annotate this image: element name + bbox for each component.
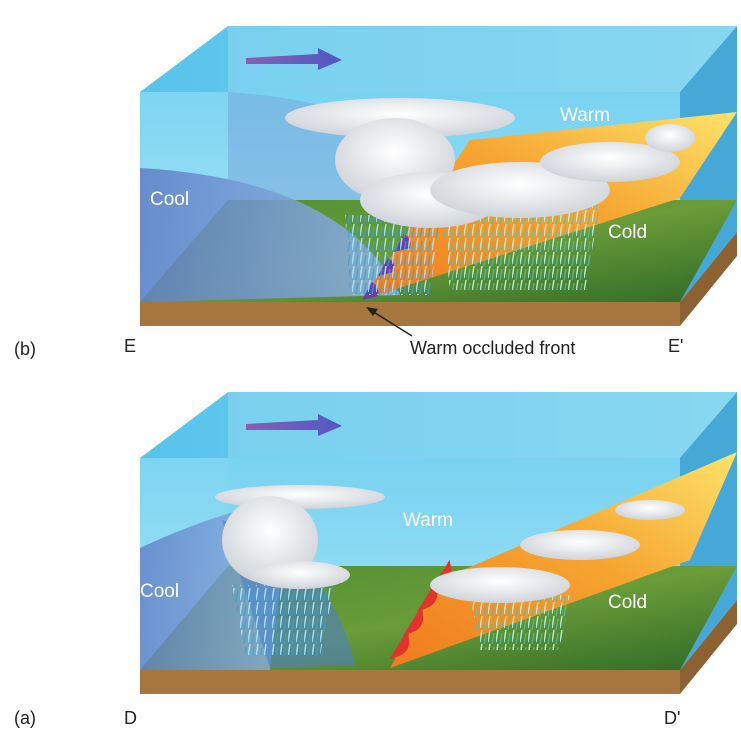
panel-tag: (b)	[14, 339, 36, 359]
label-cold: Cold	[608, 592, 647, 613]
wind-direction-arrow	[246, 414, 342, 436]
wind-direction-arrow	[246, 48, 342, 70]
soil-front	[140, 670, 680, 694]
panel-tag: (a)	[14, 708, 36, 728]
warm-front-cloud	[430, 500, 685, 603]
rain-cold	[440, 205, 600, 290]
label-cool: Cool	[150, 189, 189, 210]
annotation-label: Warm occluded front	[410, 338, 575, 358]
rain-cool	[232, 585, 335, 655]
rain-cool	[345, 215, 440, 295]
label-warm: Warm	[560, 105, 610, 126]
cross-section-start: E	[124, 336, 136, 356]
soil-side	[680, 232, 737, 326]
soil-side	[680, 600, 737, 694]
cross-section-end: E'	[668, 336, 683, 356]
label-cold: Cold	[608, 222, 647, 243]
cumulonimbus-cloud	[215, 485, 385, 589]
annotation-pointer	[371, 310, 413, 337]
panel-b: Cool Warm Cold (b) E Warm occluded front…	[14, 26, 737, 359]
annotation-arrowhead	[366, 307, 378, 316]
panel-a: Cool Warm Cold (a) D D'	[14, 392, 737, 728]
label-warm: Warm	[403, 510, 453, 531]
cool-air-mass	[140, 168, 400, 302]
rain-cold	[470, 595, 570, 650]
cumulonimbus-cloud	[285, 98, 695, 228]
label-cool: Cool	[140, 581, 179, 602]
cross-section-end: D'	[664, 708, 680, 728]
cross-section-start: D	[124, 708, 137, 728]
soil-front	[140, 302, 680, 326]
